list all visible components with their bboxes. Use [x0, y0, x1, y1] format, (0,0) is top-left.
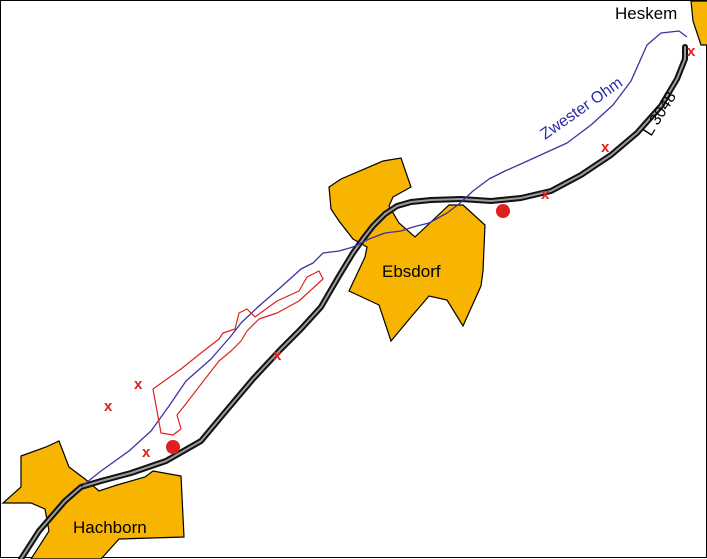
road-label: L 3048	[640, 89, 680, 139]
road-l3048	[18, 44, 688, 559]
markers-layer: x x x x x x x	[104, 43, 696, 461]
red-boundary-outline	[152, 270, 324, 436]
town-label-heskem: Heskem	[615, 4, 677, 23]
x-marker: x	[142, 444, 151, 461]
red-dot-marker	[166, 440, 180, 454]
town-label-ebsdorf: Ebsdorf	[382, 262, 441, 281]
settlement-heskem	[690, 1, 707, 46]
x-marker: x	[134, 376, 143, 393]
x-marker: x	[601, 139, 610, 156]
road-outer-line	[18, 44, 688, 559]
x-marker: x	[104, 398, 113, 415]
x-marker: x	[687, 43, 696, 60]
x-marker: x	[541, 186, 550, 203]
red-dot-marker	[496, 204, 510, 218]
x-marker: x	[273, 347, 282, 364]
settlement-hachborn	[1, 440, 185, 559]
river-label: Zwester Ohm	[538, 74, 626, 143]
road-center-line	[20, 46, 686, 559]
town-label-hachborn: Hachborn	[73, 518, 147, 537]
river-zwester-ohm	[80, 30, 688, 488]
